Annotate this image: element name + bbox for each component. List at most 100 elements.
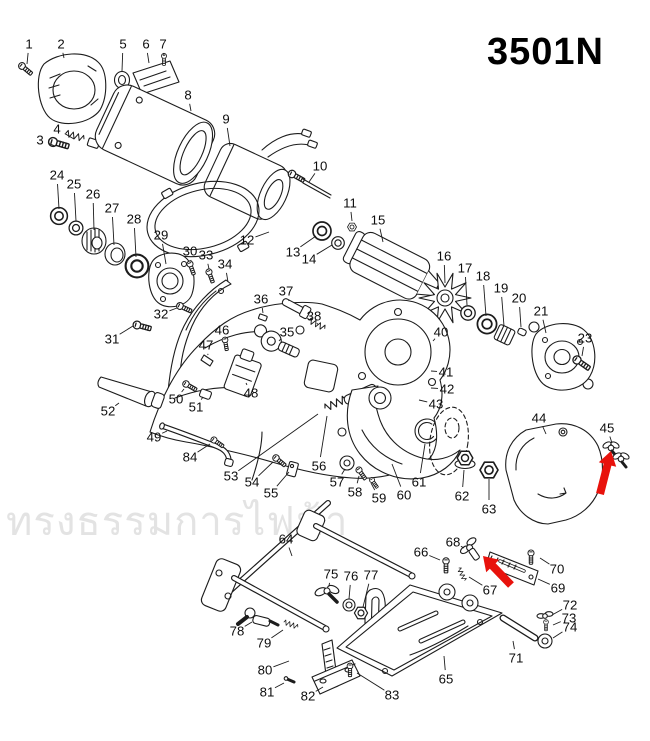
part-number-53: 53 (224, 469, 239, 484)
part-number-4: 4 (53, 122, 60, 137)
screw-83-drawing (346, 662, 354, 678)
part-number-68: 68 (446, 535, 461, 550)
lower-blade-guard-drawing (346, 385, 461, 480)
leader-line-67 (468, 576, 483, 586)
key-36-drawing (257, 313, 268, 322)
leader-line-58 (356, 475, 360, 484)
leader-line-28 (134, 227, 137, 258)
screw-59-drawing (368, 476, 380, 490)
part-number-74: 74 (563, 620, 578, 635)
bearing-flange-drawing (148, 252, 195, 308)
part-number-1: 1 (25, 37, 32, 52)
fence-holder-78-drawing (236, 607, 280, 627)
leader-line-31 (119, 325, 134, 335)
part-number-64: 64 (279, 532, 294, 547)
leader-line-74 (552, 631, 563, 639)
part-number-30: 30 (183, 244, 198, 259)
part-number-28: 28 (127, 212, 142, 227)
leader-line-4 (64, 133, 75, 140)
leader-line-10 (308, 173, 316, 183)
terminal-47-drawing (200, 354, 214, 367)
leader-line-38 (316, 322, 318, 325)
washer-14-drawing (331, 236, 345, 250)
o-ring-25-drawing (68, 220, 84, 236)
leader-line-20 (519, 306, 522, 328)
leader-lines (26, 52, 613, 692)
motor-rear-cover-drawing (37, 53, 107, 125)
part-number-2: 2 (57, 37, 64, 52)
part-number-9: 9 (222, 112, 229, 127)
leader-line-82 (315, 686, 324, 692)
part-number-40: 40 (434, 325, 449, 340)
part-number-49: 49 (147, 430, 162, 445)
ring-27-drawing (104, 242, 126, 266)
part-number-5: 5 (119, 37, 126, 52)
leader-line-27 (112, 216, 115, 246)
part-number-32: 32 (154, 307, 169, 322)
pin-20-drawing (517, 327, 527, 337)
leader-line-8 (189, 103, 192, 112)
leader-line-11 (350, 211, 353, 222)
leader-line-33 (207, 263, 210, 270)
part-number-26: 26 (86, 187, 101, 202)
washer-76-drawing (342, 598, 356, 612)
part-number-8: 8 (184, 88, 191, 103)
felt-24-drawing (49, 206, 69, 226)
leader-line-84 (197, 443, 211, 453)
part-number-3: 3 (36, 133, 43, 148)
part-number-31: 31 (105, 332, 120, 347)
leader-line-62 (462, 469, 465, 488)
part-number-24: 24 (50, 168, 65, 183)
part-number-84: 84 (183, 450, 198, 465)
part-number-16: 16 (437, 249, 452, 264)
part-number-58: 58 (348, 485, 363, 500)
leader-line-61 (419, 443, 426, 474)
leader-line-35 (278, 338, 282, 342)
ball-bearing-13-drawing (312, 221, 332, 241)
part-number-33: 33 (199, 248, 214, 263)
wing-bolt-75-drawing (314, 584, 340, 604)
wing-nut-72-drawing (536, 611, 554, 619)
part-number-35: 35 (280, 325, 295, 340)
bushing-57-drawing (339, 455, 355, 471)
leader-line-43 (418, 399, 428, 403)
hex-nut-11-drawing (347, 222, 357, 232)
part-number-37: 37 (279, 284, 294, 299)
part-number-54: 54 (245, 475, 260, 490)
leader-line-21 (542, 319, 547, 334)
leader-line-9 (226, 127, 231, 147)
leader-line-56 (319, 415, 328, 458)
rod-37-drawing (281, 298, 312, 320)
leader-line-80 (273, 660, 290, 668)
motor-housing-drawing (94, 84, 216, 186)
part-number-59: 59 (372, 491, 387, 506)
leader-line-25 (74, 192, 77, 222)
part-number-7: 7 (159, 37, 166, 52)
leader-line-51 (200, 396, 204, 400)
leader-line-24 (57, 183, 60, 210)
pin-81-drawing (283, 676, 296, 684)
leader-line-83 (356, 672, 385, 691)
leader-line-76 (348, 584, 351, 600)
leader-line-75 (328, 582, 330, 587)
part-number-57: 57 (330, 475, 345, 490)
leader-line-45 (609, 436, 613, 444)
part-number-75: 75 (324, 567, 339, 582)
part-number-20: 20 (512, 291, 527, 306)
leader-line-73 (552, 621, 561, 626)
leader-line-5 (121, 52, 124, 72)
rip-fence-drawing (200, 500, 416, 633)
hex-nut-63-drawing (479, 461, 499, 479)
leader-line-70 (539, 557, 550, 565)
carbon-brush-spring-drawing (64, 129, 101, 149)
part-number-67: 67 (483, 583, 498, 598)
flange-nut-62-drawing (454, 450, 476, 470)
leader-line-60 (391, 463, 402, 487)
leader-line-16 (443, 264, 446, 284)
bevel-plate-drawing (485, 551, 539, 586)
screw-31-drawing (131, 319, 153, 334)
leader-line-50 (181, 388, 185, 393)
safety-cover-drawing (505, 423, 604, 525)
leader-line-14 (316, 244, 333, 255)
